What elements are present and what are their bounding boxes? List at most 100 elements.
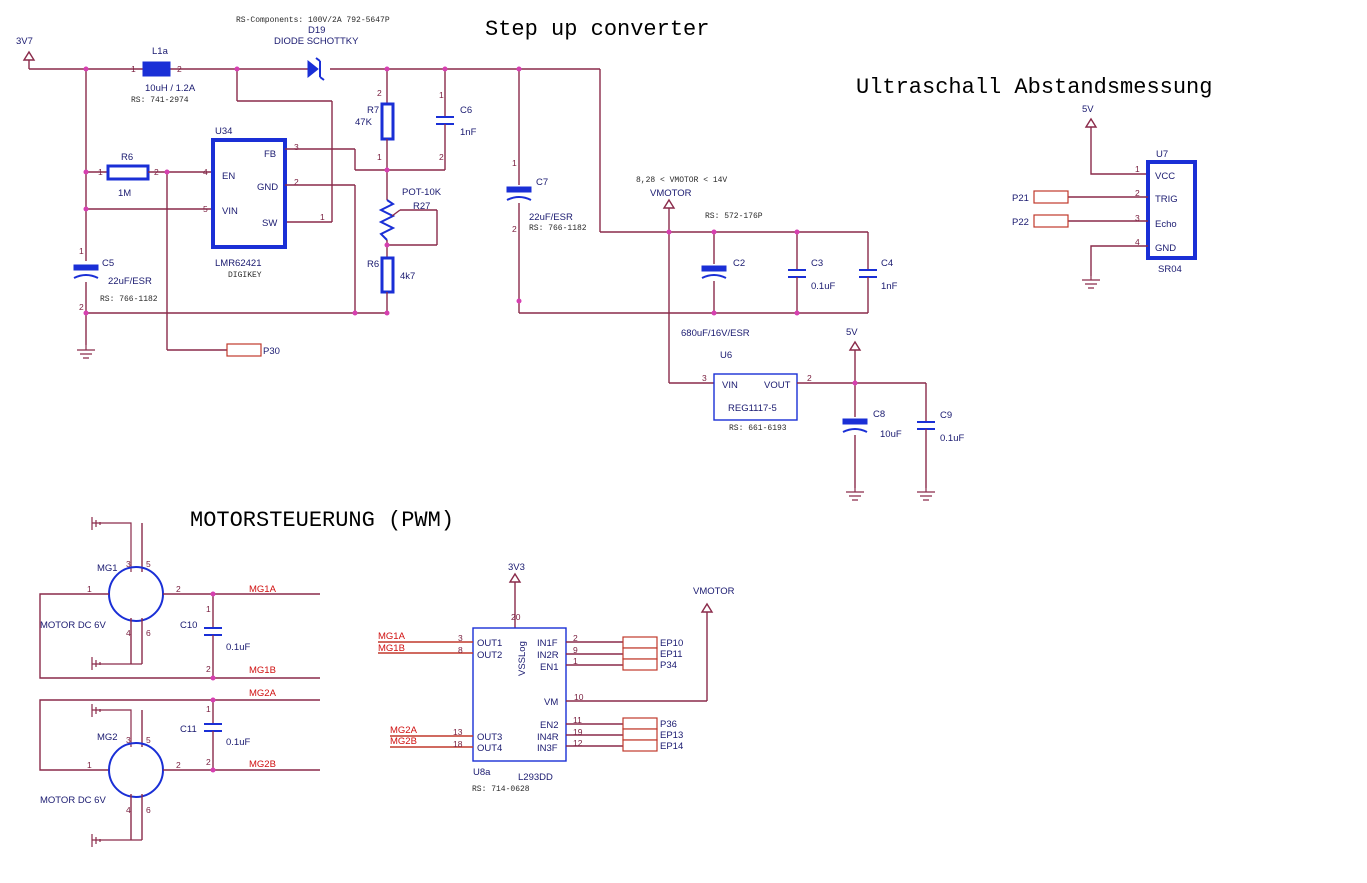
svg-text:1: 1: [512, 158, 517, 168]
svg-text:EN2: EN2: [540, 720, 558, 731]
svg-text:OUT4: OUT4: [477, 743, 502, 754]
svg-text:C2: C2: [733, 258, 745, 269]
connector-p34: [622, 658, 658, 671]
svg-text:RS: 766-1182: RS: 766-1182: [100, 295, 158, 304]
ground-icon: [91, 657, 142, 670]
svg-text:22uF/ESR: 22uF/ESR: [108, 276, 152, 287]
ground-icon: [91, 704, 132, 747]
svg-text:3: 3: [294, 142, 299, 152]
svg-text:R27: R27: [413, 201, 430, 212]
connector-p36: [622, 717, 658, 730]
svg-text:20: 20: [511, 612, 521, 622]
svg-text:3V3: 3V3: [508, 562, 525, 573]
svg-text:2: 2: [1135, 188, 1140, 198]
resistor-r6-4k7: [380, 256, 395, 294]
svg-text:3: 3: [702, 373, 707, 383]
svg-text:C11: C11: [180, 724, 197, 735]
svg-text:2: 2: [294, 177, 299, 187]
svg-text:1: 1: [87, 760, 92, 770]
svg-text:1: 1: [439, 90, 444, 100]
svg-text:MG1A: MG1A: [378, 631, 406, 642]
connector-ep11: [622, 647, 658, 660]
step-up-converter: 3V7 L1a 1 2 10uH / 1.2A RS: 741-2974 RS-…: [16, 16, 964, 501]
ground-icon: [77, 345, 95, 359]
svg-text:1M: 1M: [118, 188, 131, 199]
svg-text:19: 19: [573, 727, 583, 737]
svg-text:4: 4: [126, 805, 131, 815]
svg-text:2: 2: [206, 664, 211, 674]
svg-text:VIN: VIN: [222, 206, 238, 217]
diode-d19-icon: [307, 59, 319, 79]
svg-text:GND: GND: [257, 182, 278, 193]
svg-text:6: 6: [146, 805, 151, 815]
svg-text:VSSLog: VSSLog: [517, 641, 528, 676]
svg-text:1: 1: [98, 167, 103, 177]
svg-text:P21: P21: [1012, 193, 1029, 204]
svg-text:RS: 661-6193: RS: 661-6193: [729, 424, 787, 433]
svg-text:1: 1: [79, 246, 84, 256]
svg-text:18: 18: [453, 739, 463, 749]
svg-text:3: 3: [126, 559, 131, 569]
svg-text:10uH / 1.2A: 10uH / 1.2A: [145, 83, 196, 94]
svg-text:4: 4: [203, 167, 208, 177]
svg-text:OUT3: OUT3: [477, 732, 502, 743]
svg-text:VM: VM: [544, 697, 558, 708]
rail-3v7-label: 3V7: [16, 36, 33, 47]
power-arrow-icon: [700, 602, 714, 613]
sensor-u7-sr04: [1146, 160, 1197, 260]
svg-text:IN4R: IN4R: [537, 732, 559, 743]
capacitor-c5: [73, 274, 99, 279]
connector-ep10: [622, 636, 658, 649]
connector-ep13: [622, 728, 658, 741]
svg-text:EN: EN: [222, 171, 235, 182]
svg-text:2: 2: [176, 760, 181, 770]
svg-text:SW: SW: [262, 218, 277, 229]
svg-text:RS-Components: 100V/2A 792-56: RS-Components: 100V/2A 792-5647P: [236, 16, 390, 25]
l1a-label: L1a: [152, 46, 169, 57]
svg-text:3: 3: [458, 633, 463, 643]
svg-text:2: 2: [206, 757, 211, 767]
svg-text:SR04: SR04: [1158, 264, 1182, 275]
svg-text:2: 2: [512, 224, 517, 234]
inductor-l1a: [142, 61, 171, 77]
svg-text:EP11: EP11: [660, 649, 683, 660]
power-arrow-icon: [22, 50, 36, 69]
svg-text:MG2: MG2: [97, 732, 118, 743]
svg-text:D19: D19: [308, 25, 325, 36]
svg-text:4k7: 4k7: [400, 271, 415, 282]
svg-text:U6: U6: [720, 350, 732, 361]
heading-motorsteuerung: MOTORSTEUERUNG (PWM): [190, 508, 454, 533]
heading-step-up: Step up converter: [485, 17, 709, 42]
svg-text:11: 11: [573, 715, 582, 725]
svg-text:RS: 572-176P: RS: 572-176P: [705, 212, 763, 221]
svg-text:C4: C4: [881, 258, 893, 269]
svg-text:1: 1: [377, 152, 382, 162]
svg-text:1: 1: [573, 656, 578, 666]
svg-text:RS: 766-1182: RS: 766-1182: [529, 224, 587, 233]
svg-text:VOUT: VOUT: [764, 380, 791, 391]
svg-text:2: 2: [573, 633, 578, 643]
svg-text:P22: P22: [1012, 217, 1029, 228]
svg-text:8,28 < VMOTOR < 14V: 8,28 < VMOTOR < 14V: [636, 176, 727, 185]
svg-text:1: 1: [206, 604, 211, 614]
svg-text:L293DD: L293DD: [518, 772, 553, 783]
svg-text:R7: R7: [367, 105, 379, 116]
svg-text:5V: 5V: [1082, 104, 1094, 115]
svg-text:MG2B: MG2B: [390, 736, 417, 747]
svg-text:FB: FB: [264, 149, 276, 160]
svg-text:2: 2: [807, 373, 812, 383]
svg-text:C6: C6: [460, 105, 472, 116]
svg-text:8: 8: [458, 645, 463, 655]
svg-text:VMOTOR: VMOTOR: [693, 586, 735, 597]
ground-icon: [1082, 276, 1100, 289]
potentiometer-r27: [378, 199, 396, 241]
svg-text:DIGIKEY: DIGIKEY: [228, 271, 262, 280]
ground-icon: [917, 488, 935, 501]
svg-text:R6: R6: [367, 259, 379, 270]
svg-text:4: 4: [1135, 237, 1140, 247]
regulator-u6: [713, 373, 798, 421]
svg-text:R6: R6: [121, 152, 133, 163]
svg-text:10uF: 10uF: [880, 429, 902, 440]
svg-text:MG2B: MG2B: [249, 759, 276, 770]
svg-text:U8a: U8a: [473, 767, 491, 778]
